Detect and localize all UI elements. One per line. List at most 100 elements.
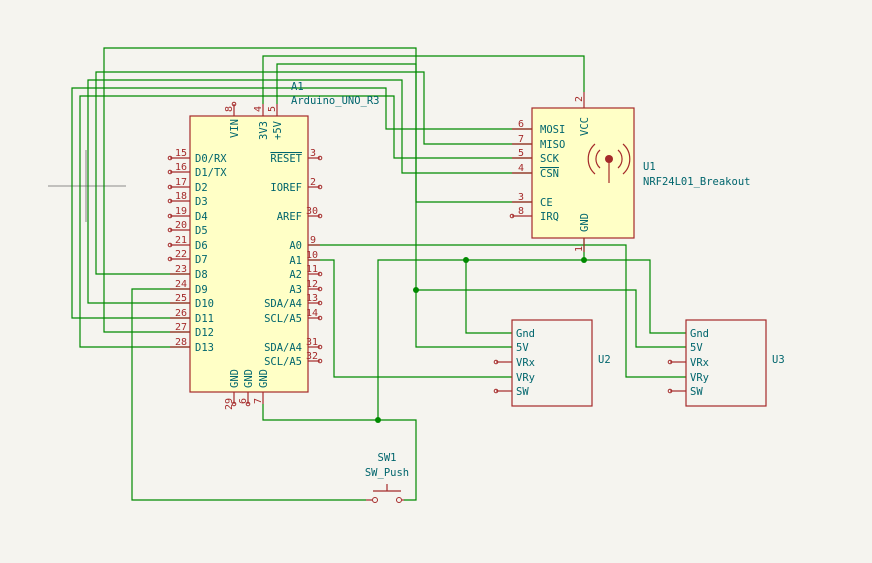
pin-number: 4 bbox=[253, 106, 264, 112]
pin-number: 15 bbox=[175, 148, 187, 159]
wire-d10-csn[interactable] bbox=[87, 79, 532, 304]
pin-label: D11 bbox=[195, 313, 214, 325]
joystick-u2-body[interactable] bbox=[511, 319, 593, 407]
nrf-value: NRF24L01_Breakout bbox=[643, 176, 750, 188]
junctions bbox=[375, 257, 587, 423]
arduino-left-pins: 15 16 17 18 19 20 21 22 23 24 25 26 27 2… bbox=[167, 148, 227, 354]
pin-label: D0/RX bbox=[195, 153, 227, 165]
arduino-right-pins: 3 2 30 9 10 11 12 13 14 31 32 RESET IORE… bbox=[264, 148, 323, 368]
pin-number: 26 bbox=[175, 308, 187, 319]
wire-d12-ce[interactable] bbox=[103, 47, 532, 333]
pin-number: 8 bbox=[518, 206, 524, 217]
pin-label: SDA/A4 bbox=[264, 342, 302, 354]
pin-label: RESET bbox=[270, 153, 302, 165]
wire-d13-sck[interactable] bbox=[79, 95, 532, 348]
pin-number: 24 bbox=[175, 279, 187, 290]
pin-label: D1/TX bbox=[195, 167, 227, 179]
wire-arduino-gnd[interactable] bbox=[262, 404, 417, 501]
wire-5v-u3[interactable] bbox=[416, 289, 686, 348]
wire-d11-mosi[interactable] bbox=[71, 87, 532, 319]
wire-d8-miso[interactable] bbox=[95, 71, 532, 275]
push-switch-symbol[interactable]: SW1 SW_Push bbox=[365, 452, 409, 503]
pin-number: 28 bbox=[175, 337, 187, 348]
pin-number: 27 bbox=[175, 322, 187, 333]
pin-label: D5 bbox=[195, 225, 208, 237]
pin-label: GND bbox=[229, 369, 241, 388]
pin-label: SW bbox=[516, 386, 529, 398]
arduino-body[interactable] bbox=[189, 115, 309, 393]
pin-number: 13 bbox=[306, 293, 318, 304]
nrf24l01-symbol[interactable]: 6 7 5 4 3 8 MOSI MISO SCK CSN CE IRQ 2 1… bbox=[509, 92, 750, 252]
pin-label: 5V bbox=[690, 342, 703, 354]
pin-label: MOSI bbox=[540, 124, 565, 136]
wire-d9-switch[interactable] bbox=[131, 288, 366, 501]
pin-label: Gnd bbox=[690, 328, 709, 340]
pin-label: D10 bbox=[195, 298, 214, 310]
pin-label: D12 bbox=[195, 327, 214, 339]
pin-number: 2 bbox=[310, 177, 316, 188]
joystick-u2-reference: U2 bbox=[598, 354, 611, 366]
arduino-reference: A1 bbox=[291, 81, 304, 93]
pin-label: D3 bbox=[195, 196, 208, 208]
pin-label: VRy bbox=[516, 372, 535, 384]
pin-number: 4 bbox=[518, 163, 524, 174]
pin-label: D4 bbox=[195, 211, 208, 223]
wire-a1-u2-vry[interactable] bbox=[308, 259, 512, 378]
joystick-u2-symbol[interactable]: Gnd 5V VRx VRy SW U2 bbox=[493, 319, 611, 407]
pin-number: 29 bbox=[224, 398, 235, 410]
pin-label: D13 bbox=[195, 342, 214, 354]
pin-number: 6 bbox=[238, 398, 249, 404]
pin-number: 30 bbox=[306, 206, 318, 217]
pin-label: IRQ bbox=[540, 211, 559, 223]
pin-label: IOREF bbox=[270, 182, 302, 194]
wire-gnd-u3[interactable] bbox=[584, 259, 686, 334]
wire-5v-joysticks[interactable] bbox=[276, 63, 512, 348]
pin-label: D9 bbox=[195, 284, 208, 296]
pin-number: 14 bbox=[306, 308, 318, 319]
pin-number: 3 bbox=[518, 192, 524, 203]
joystick-u3-body[interactable] bbox=[685, 319, 767, 407]
pin-number: 32 bbox=[306, 351, 318, 362]
pin-label: VCC bbox=[579, 117, 591, 136]
pin-number: 23 bbox=[175, 264, 187, 275]
wire-gnd-u2[interactable] bbox=[465, 260, 512, 334]
pin-label: CSN bbox=[540, 168, 559, 180]
pin-number: 20 bbox=[175, 220, 187, 231]
pin-label: VRy bbox=[690, 372, 709, 384]
pin-label: D2 bbox=[195, 182, 208, 194]
pin-label: SDA/A4 bbox=[264, 298, 302, 310]
nrf-body[interactable] bbox=[531, 107, 635, 239]
wire-a0-u3-vry[interactable] bbox=[308, 244, 686, 378]
pin-label: A2 bbox=[289, 269, 302, 281]
pin-label: MISO bbox=[540, 139, 565, 151]
pin-number: 10 bbox=[306, 250, 318, 261]
arduino-uno-symbol[interactable]: 15 16 17 18 19 20 21 22 23 24 25 26 27 2… bbox=[167, 81, 380, 410]
pin-number: 6 bbox=[518, 119, 524, 130]
wire-3v3-vcc[interactable] bbox=[262, 55, 585, 104]
pin-label: VIN bbox=[229, 119, 241, 138]
pin-number: 31 bbox=[306, 337, 318, 348]
antenna-icon bbox=[587, 143, 631, 183]
pin-label: 3V3 bbox=[258, 121, 270, 140]
pin-label: CE bbox=[540, 197, 553, 209]
pin-label: SW bbox=[690, 386, 703, 398]
pin-label: SCK bbox=[540, 153, 560, 165]
pin-label: D6 bbox=[195, 240, 208, 252]
pin-label: Gnd bbox=[516, 328, 535, 340]
junction-dot bbox=[375, 417, 381, 423]
pin-number: 18 bbox=[175, 191, 187, 202]
pin-number: 22 bbox=[175, 249, 187, 260]
pin-label: VRx bbox=[516, 357, 535, 369]
pin-label: GND bbox=[243, 369, 255, 388]
pin-number: 7 bbox=[253, 398, 264, 404]
pin-number: 19 bbox=[175, 206, 187, 217]
junction-dot bbox=[463, 257, 469, 263]
wires bbox=[71, 47, 686, 501]
nrf-reference: U1 bbox=[643, 161, 656, 173]
pin-number: 21 bbox=[175, 235, 187, 246]
arduino-value: Arduino_UNO_R3 bbox=[291, 95, 380, 107]
pin-label: AREF bbox=[277, 211, 302, 223]
joystick-u3-symbol[interactable]: Gnd 5V VRx VRy SW U3 bbox=[667, 319, 785, 407]
joystick-u3-reference: U3 bbox=[772, 354, 785, 366]
pin-number: 2 bbox=[574, 96, 585, 102]
